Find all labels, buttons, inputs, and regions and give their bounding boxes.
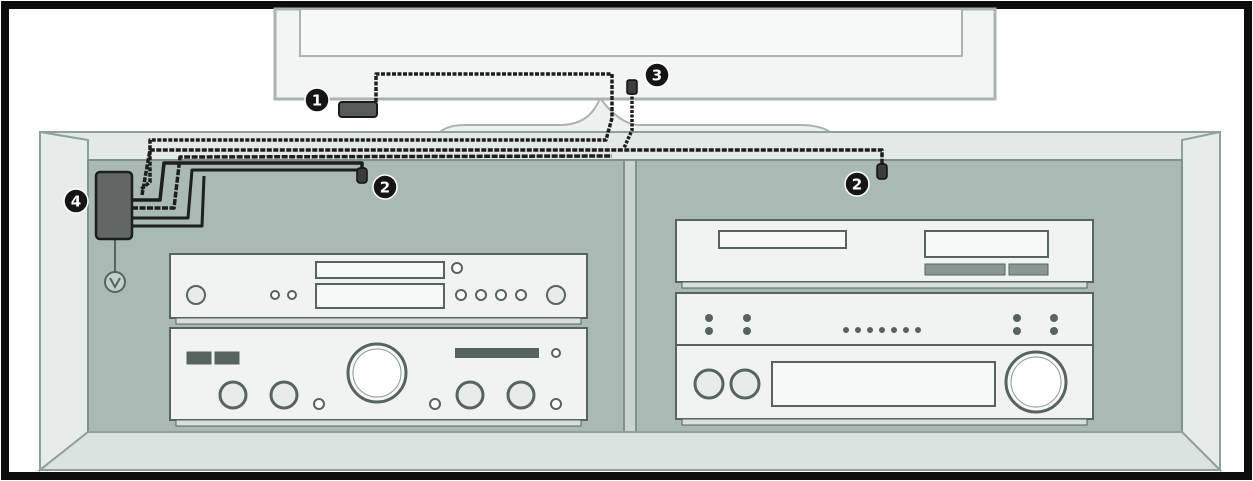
callout-label: 2	[852, 176, 862, 194]
cd-transport-button	[515, 289, 527, 301]
callout-label: 3	[652, 67, 662, 85]
recorder-display	[924, 230, 1049, 258]
recorder-button-strip	[924, 263, 1006, 276]
power-outlet-icon	[104, 271, 126, 293]
cabinet-left-side	[39, 130, 89, 473]
receiver-led	[743, 314, 751, 322]
numbered-circle-icon	[304, 87, 330, 113]
callout-label: 4	[71, 193, 81, 211]
cable-tv-port	[622, 92, 634, 149]
recorder-button-strip	[1008, 263, 1049, 276]
amp-small-knob	[313, 398, 325, 410]
cd-small-button	[287, 290, 297, 300]
integrated-amplifier	[169, 327, 588, 427]
receiver-display	[771, 361, 996, 407]
tv-screen	[299, 8, 963, 57]
receiver-volume-knob-inner	[1010, 356, 1062, 408]
cd-indicator	[451, 262, 463, 274]
cd-transport-button	[495, 289, 507, 301]
cd-player	[169, 253, 588, 325]
numbered-circle-icon	[63, 188, 89, 214]
disc-tray-lower	[315, 283, 445, 309]
cd-transport-button	[455, 289, 467, 301]
callout-label: 2	[380, 179, 390, 197]
receiver-preset-dot	[855, 327, 861, 333]
power-outlet-icon-glyph	[109, 277, 121, 290]
cd-player-base	[175, 317, 582, 325]
receiver-preset-dot	[867, 327, 873, 333]
disc-tray-upper	[315, 261, 445, 279]
ir-emitter-left	[356, 167, 368, 184]
recorder-tray	[718, 230, 847, 249]
amp-display	[455, 348, 539, 358]
receiver-upper-body	[675, 292, 1094, 346]
amp-input-knob	[218, 380, 248, 410]
av-receiver	[675, 292, 1094, 426]
callout-2-left: 2	[372, 174, 398, 200]
receiver-led	[1013, 327, 1021, 335]
receiver-led	[705, 327, 713, 335]
receiver-led	[705, 314, 713, 322]
amp-balance-knob	[455, 380, 485, 410]
amp-tone-knob	[269, 380, 299, 410]
numbered-circle-icon	[372, 174, 398, 200]
cd-power-knob	[186, 285, 206, 305]
amp-switch	[214, 351, 240, 365]
disc-recorder	[675, 219, 1094, 289]
cd-jog-knob	[546, 285, 566, 305]
receiver-mode-knob	[729, 368, 761, 400]
amp-switch	[186, 351, 212, 365]
power-adapter	[94, 170, 134, 241]
receiver-preset-dot	[891, 327, 897, 333]
amp-speaker-knob	[506, 380, 536, 410]
receiver-base	[681, 418, 1088, 426]
cable-left-emitter	[132, 161, 364, 202]
cd-small-button	[270, 290, 280, 300]
amp-volume-knob-inner	[352, 348, 402, 398]
callout-3: 3	[644, 62, 670, 88]
amplifier-base	[175, 419, 582, 427]
amp-small-knob	[429, 398, 441, 410]
receiver-preset-dot	[903, 327, 909, 333]
numbered-circle-icon	[644, 62, 670, 88]
ir-receiver-unit	[338, 101, 378, 118]
receiver-led	[1050, 314, 1058, 322]
receiver-led	[1013, 314, 1021, 322]
cable-long-right	[140, 148, 884, 196]
tv-connector-plug	[626, 79, 638, 95]
receiver-preset-dot	[915, 327, 921, 333]
cd-transport-button	[475, 289, 487, 301]
ir-emitter-right	[876, 163, 888, 180]
receiver-led	[1050, 327, 1058, 335]
numbered-circle-icon	[844, 171, 870, 197]
receiver-input-knob	[693, 368, 725, 400]
cable-sensor	[138, 72, 614, 192]
cable-bundle-b	[132, 168, 362, 220]
cable-harness	[114, 72, 884, 272]
cabinet-divider	[623, 159, 637, 433]
callout-label: 1	[312, 92, 322, 110]
cabinet-bottom-shelf	[37, 431, 1223, 471]
cabinet-right-side	[1181, 130, 1221, 473]
callout-4: 4	[63, 188, 89, 214]
receiver-preset-dot	[879, 327, 885, 333]
tv-unit	[273, 7, 997, 133]
callout-2-right: 2	[844, 171, 870, 197]
recorder-base	[681, 281, 1088, 289]
receiver-led	[743, 327, 751, 335]
callout-1: 1	[304, 87, 330, 113]
amp-small-knob	[550, 398, 562, 410]
amp-led	[551, 348, 561, 358]
cable-bundle-c	[132, 175, 206, 228]
receiver-preset-dot	[843, 327, 849, 333]
cable-bundle-a	[132, 154, 613, 210]
